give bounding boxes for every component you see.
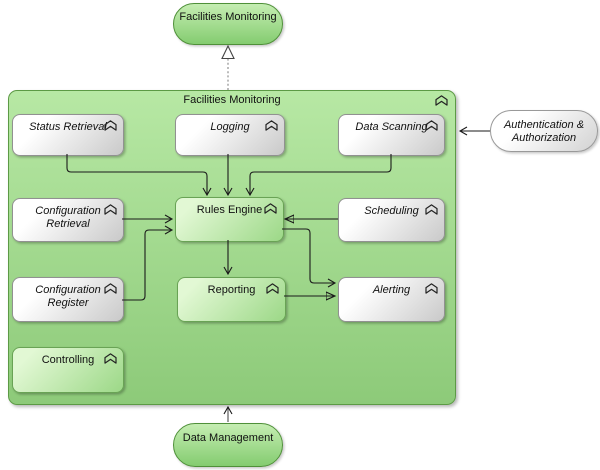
- node-alerting[interactable]: Alerting: [338, 277, 445, 322]
- function-icon: [104, 353, 117, 364]
- function-icon: [104, 120, 117, 131]
- function-icon: [435, 95, 448, 106]
- node-configuration-retrieval[interactable]: Configuration Retrieval: [12, 198, 124, 242]
- node-label: Data Scanning: [355, 121, 428, 133]
- node-label: Controlling: [41, 354, 95, 366]
- node-reporting[interactable]: Reporting: [177, 277, 286, 322]
- element-label: Data Management: [182, 432, 274, 444]
- node-label: Logging: [210, 121, 250, 133]
- node-status-retrieval[interactable]: Status Retrieval: [12, 114, 124, 156]
- function-icon: [104, 283, 117, 294]
- node-scheduling[interactable]: Scheduling: [338, 198, 445, 242]
- element-label: Facilities Monitoring: [179, 11, 277, 23]
- function-icon: [104, 204, 117, 215]
- node-label: Status Retrieval: [29, 121, 107, 133]
- node-label: Configuration Register: [35, 284, 101, 309]
- node-label: Configuration Retrieval: [35, 205, 101, 230]
- realization-hollow-triangle: [221, 44, 235, 60]
- node-data-scanning[interactable]: Data Scanning: [338, 114, 445, 156]
- node-rules-engine[interactable]: Rules Engine: [175, 197, 284, 242]
- function-icon: [425, 283, 438, 294]
- element-label: Authentication & Authorization: [503, 119, 585, 144]
- function-icon: [425, 120, 438, 131]
- element-authentication-authorization[interactable]: Authentication & Authorization: [490, 110, 598, 152]
- node-controlling[interactable]: Controlling: [12, 347, 124, 393]
- container-title: Facilities Monitoring: [183, 94, 281, 106]
- node-label: Alerting: [372, 284, 411, 296]
- node-label: Scheduling: [364, 205, 419, 217]
- node-label: Rules Engine: [196, 204, 263, 216]
- node-label: Reporting: [207, 284, 256, 296]
- function-icon: [266, 283, 279, 294]
- element-data-management[interactable]: Data Management: [173, 423, 283, 467]
- node-logging[interactable]: Logging: [175, 114, 285, 156]
- node-configuration-register[interactable]: Configuration Register: [12, 277, 124, 322]
- function-icon: [265, 120, 278, 131]
- function-icon: [425, 204, 438, 215]
- function-icon: [264, 203, 277, 214]
- element-facilities-monitoring-service[interactable]: Facilities Monitoring: [173, 3, 283, 45]
